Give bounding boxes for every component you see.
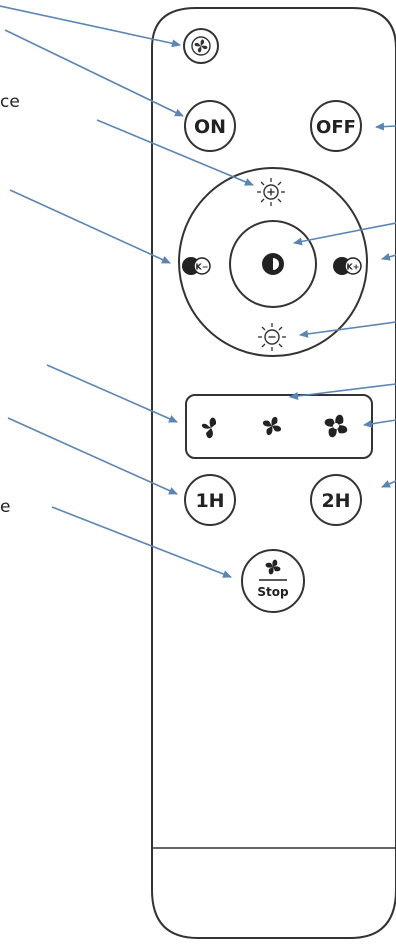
fan-stop-icon — [265, 559, 281, 575]
fan-low-button[interactable] — [201, 417, 217, 439]
arrow-brightness-down — [299, 321, 396, 338]
on-button[interactable]: ON — [184, 100, 236, 152]
off-button-label: OFF — [316, 117, 356, 138]
fan-stop-label: Stop — [257, 585, 289, 599]
fan-high-button[interactable] — [324, 414, 348, 438]
arrow-timer-1h — [7, 417, 178, 495]
arrow-light-toggle — [293, 222, 396, 246]
kelvin-plus-text: K+ — [347, 263, 360, 272]
fan-medium-icon — [262, 416, 282, 436]
kelvin-minus-text: K− — [196, 263, 209, 272]
pair-button[interactable] — [183, 28, 219, 64]
timer-1h-label: 1H — [195, 490, 224, 512]
timer-2h-button[interactable]: 2H — [310, 474, 362, 526]
arrow-timer-2h — [381, 480, 396, 488]
kelvin-plus-icon: K+ — [333, 257, 362, 275]
kelvin-minus-icon: K− — [182, 257, 211, 275]
arrow-brightness-up — [96, 119, 254, 186]
arrow-on — [4, 29, 184, 117]
callout-arrows — [0, 5, 396, 578]
fan-high-icon — [324, 414, 348, 438]
arrow-fan-low — [46, 364, 178, 423]
arrow-pair — [0, 5, 181, 48]
color-temp-down-button[interactable]: K− — [182, 257, 211, 275]
arrow-fan-stop — [51, 506, 232, 578]
timer-2h-label: 2H — [321, 490, 350, 512]
cropped-label-1: ce — [0, 92, 20, 112]
arrow-color-temp-up — [381, 252, 396, 261]
brightness-up-button[interactable] — [257, 178, 285, 206]
arrow-color-temp-down — [9, 189, 171, 264]
fan-stop-button[interactable]: Stop — [241, 549, 305, 613]
arrow-off — [375, 122, 396, 131]
light-mode-icon — [262, 253, 284, 275]
timer-1h-button[interactable]: 1H — [184, 474, 236, 526]
fan-pair-icon — [191, 36, 211, 56]
off-button[interactable]: OFF — [310, 100, 362, 152]
arrow-fan-high — [363, 419, 396, 428]
cropped-label-2: e — [0, 497, 11, 517]
brightness-minus-icon — [258, 323, 286, 351]
brightness-plus-icon — [257, 178, 285, 206]
arrow-fan-medium — [289, 383, 396, 400]
fan-low-icon — [201, 417, 217, 439]
color-temp-up-button[interactable]: K+ — [333, 257, 362, 275]
on-button-label: ON — [194, 116, 226, 138]
remote-body — [151, 7, 396, 939]
fan-medium-button[interactable] — [262, 416, 282, 436]
brightness-down-button[interactable] — [258, 323, 286, 351]
light-toggle-button[interactable] — [229, 220, 317, 308]
